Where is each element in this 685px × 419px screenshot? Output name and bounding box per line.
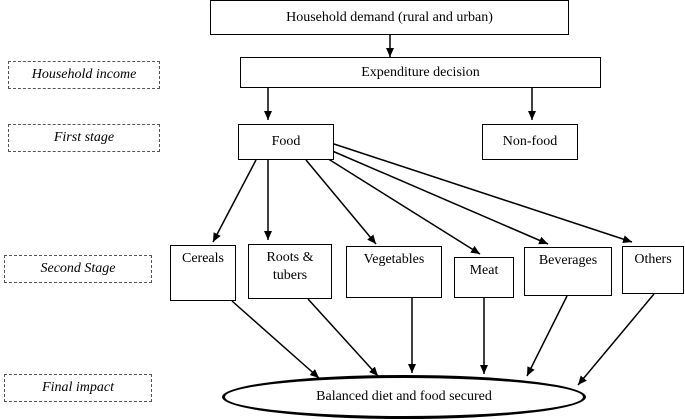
arrow-others-to-outcome — [577, 293, 655, 386]
arrow-food-to-vegetables — [305, 159, 377, 245]
others-box: Others — [622, 246, 684, 294]
vegetables-box: Vegetables — [346, 246, 442, 298]
arrow-roots-to-outcome — [307, 298, 379, 377]
balanced-diet-outcome: Balanced diet and food secured — [222, 375, 586, 419]
arrow-cereals-to-outcome — [231, 300, 320, 379]
cereals-box: Cereals — [170, 245, 236, 301]
label-final-impact: Final impact — [4, 374, 152, 402]
label-second-stage: Second Stage — [4, 255, 152, 283]
arrow-food-to-others — [333, 143, 633, 243]
expenditure-decision-box: Expenditure decision — [240, 57, 601, 88]
beverages-box: Beverages — [524, 247, 612, 296]
meat-box: Meat — [454, 257, 514, 298]
nonfood-box: Non-food — [482, 124, 578, 160]
arrow-food-to-beverages — [329, 149, 549, 245]
household-demand-box: Household demand (rural and urban) — [210, 0, 569, 35]
food-box: Food — [238, 124, 334, 160]
roots-tubers-box: Roots & tubers — [248, 244, 332, 299]
arrow-food-to-meat — [321, 154, 481, 255]
arrow-beverages-to-outcome — [526, 295, 568, 377]
arrow-food-to-cereals — [212, 159, 257, 243]
label-first-stage: First stage — [8, 124, 160, 152]
label-household-income: Household income — [8, 61, 160, 89]
